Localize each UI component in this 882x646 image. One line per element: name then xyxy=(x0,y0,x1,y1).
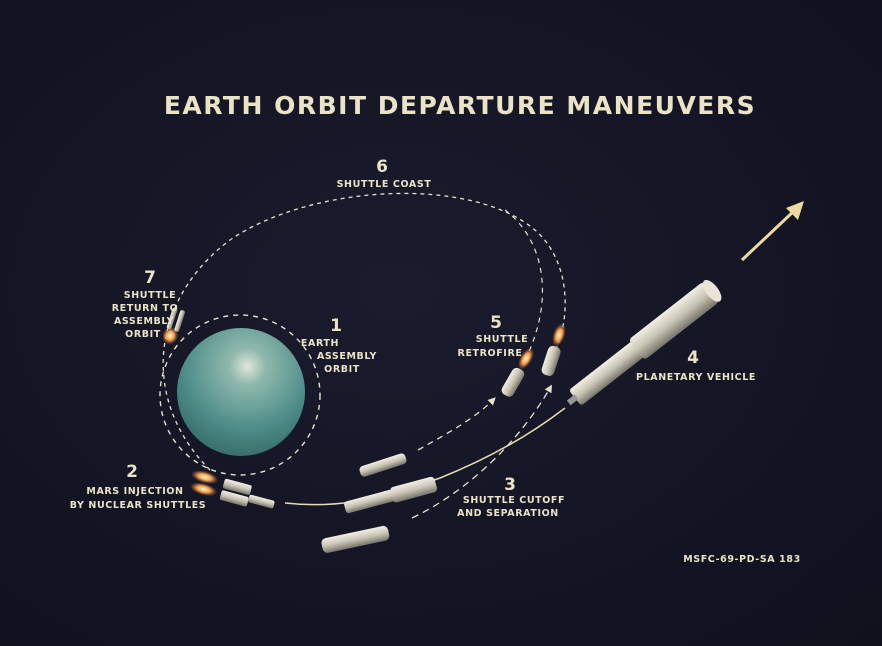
returning-shuttles xyxy=(162,307,185,345)
svg-text:PLANETARY VEHICLE: PLANETARY VEHICLE xyxy=(636,372,756,383)
svg-text:MARS INJECTION: MARS INJECTION xyxy=(86,486,183,497)
diagram-title: EARTH ORBIT DEPARTURE MANEUVERS xyxy=(164,91,756,120)
svg-text:3: 3 xyxy=(504,475,516,495)
svg-text:6: 6 xyxy=(376,157,388,177)
svg-text:7: 7 xyxy=(144,268,156,288)
svg-text:ORBIT: ORBIT xyxy=(125,329,161,340)
svg-text:SHUTTLE: SHUTTLE xyxy=(124,290,176,301)
svg-text:SHUTTLE: SHUTTLE xyxy=(476,334,528,345)
label-step-5: 5 SHUTTLE RETROFIRE xyxy=(458,313,528,359)
svg-text:SHUTTLE CUTOFF: SHUTTLE CUTOFF xyxy=(463,495,565,506)
retro-path-a xyxy=(417,397,496,451)
svg-text:EARTH: EARTH xyxy=(301,338,339,349)
shuttle-lower xyxy=(321,525,390,553)
svg-text:RETROFIRE: RETROFIRE xyxy=(458,348,523,359)
svg-text:BY NUCLEAR SHUTTLES: BY NUCLEAR SHUTTLES xyxy=(70,500,207,511)
retro-path-b xyxy=(411,384,552,519)
svg-text:5: 5 xyxy=(490,313,502,333)
label-step-1: 1 EARTH ASSEMBLY ORBIT xyxy=(301,316,377,375)
svg-text:SHUTTLE COAST: SHUTTLE COAST xyxy=(337,179,432,190)
photo-id-label: MSFC-69-PD-SA 183 xyxy=(683,554,801,565)
retrofire-shuttle-b xyxy=(541,323,566,376)
planetary-vehicle xyxy=(566,279,722,406)
label-step-4: 4 PLANETARY VEHICLE xyxy=(636,348,756,383)
shuttle-coast-trajectory xyxy=(162,192,566,471)
separating-vehicle-stack xyxy=(344,476,437,514)
svg-text:ASSEMBLY: ASSEMBLY xyxy=(114,316,174,327)
label-step-6: 6 SHUTTLE COAST xyxy=(337,157,432,190)
retrofire-shuttle-a xyxy=(501,347,534,397)
earth xyxy=(177,328,305,456)
departure-direction-arrow xyxy=(740,201,804,262)
nuclear-shuttles-injection xyxy=(189,470,275,509)
earth-assembly-orbit xyxy=(159,314,321,476)
label-step-7: 7 SHUTTLE RETURN TO ASSEMBLY ORBIT xyxy=(112,268,179,340)
svg-text:1: 1 xyxy=(330,316,342,336)
svg-text:RETURN TO: RETURN TO xyxy=(112,303,179,314)
svg-text:ASSEMBLY: ASSEMBLY xyxy=(317,351,377,362)
shuttle-coast-trajectory-inner xyxy=(504,209,543,361)
shuttle-upper xyxy=(359,453,407,477)
label-step-2: 2 MARS INJECTION BY NUCLEAR SHUTTLES xyxy=(70,462,207,511)
svg-text:4: 4 xyxy=(687,348,699,368)
svg-text:2: 2 xyxy=(126,462,138,482)
label-step-3: 3 SHUTTLE CUTOFF AND SEPARATION xyxy=(457,475,565,519)
svg-text:AND SEPARATION: AND SEPARATION xyxy=(457,508,559,519)
departure-trajectory xyxy=(284,407,566,506)
svg-text:ORBIT: ORBIT xyxy=(324,364,360,375)
